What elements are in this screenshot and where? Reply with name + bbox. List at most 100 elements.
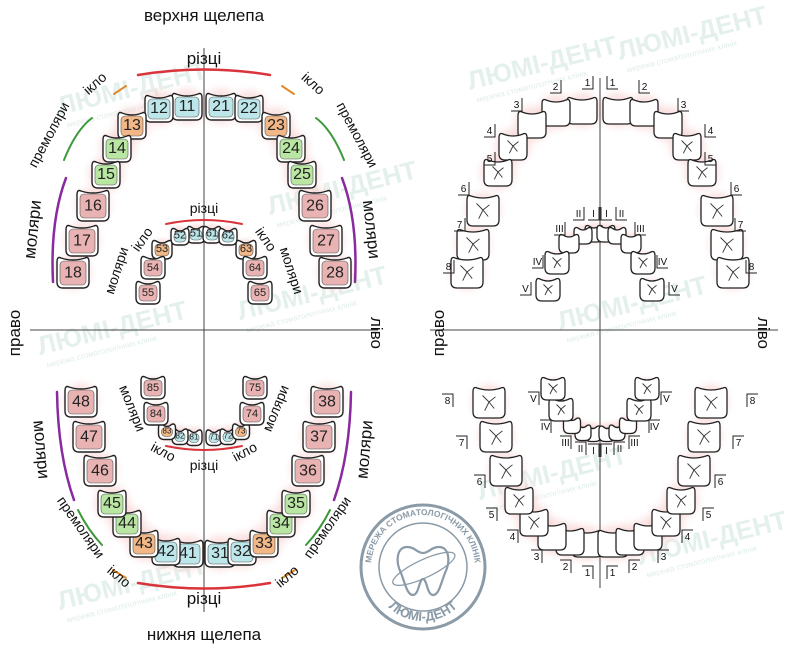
palmer-bracket — [657, 549, 669, 563]
tooth-number: 14 — [108, 140, 126, 157]
molar-arc-ll — [332, 390, 353, 502]
tooth-fill — [120, 115, 144, 137]
canine-label-ll: ікло — [272, 562, 302, 591]
outline-tooth-upper-right — [517, 110, 547, 139]
canine-arc-ur — [113, 85, 127, 95]
palmer-lower-right: 3 — [531, 549, 543, 563]
tooth-fill — [79, 193, 107, 219]
palmer-number: 8 — [749, 262, 755, 273]
tooth-number: 52 — [174, 230, 186, 242]
palmer-bracket — [550, 80, 562, 94]
tooth-fissure — [642, 383, 652, 395]
tooth-number: 16 — [84, 198, 102, 215]
palmer-bracket — [734, 218, 746, 232]
tooth-number: 28 — [326, 265, 344, 282]
palmer-bracket — [474, 474, 486, 488]
tooth-number: 81 — [190, 432, 199, 441]
tooth-number: 85 — [147, 382, 159, 394]
palmer-primary-lower-left: II — [613, 441, 625, 455]
tooth-number: 22 — [240, 100, 258, 117]
palmer-number: III — [630, 438, 638, 449]
palmer-number: 3 — [681, 100, 687, 111]
tooth-fissure — [726, 265, 740, 281]
palmer-primary-upper-right: I — [588, 207, 600, 221]
outline-primary-tooth-upper-left — [630, 250, 656, 275]
palmer-number: 6 — [461, 184, 467, 195]
palmer-upper-right: 3 — [511, 98, 523, 112]
palmer-bracket — [681, 529, 693, 543]
tooth-number: 32 — [233, 543, 251, 560]
palmer-number: 4 — [708, 126, 714, 137]
palmer-primary-upper-left: V — [668, 282, 680, 296]
palmer-bracket — [486, 507, 498, 521]
palmer-bracket — [600, 443, 612, 457]
palmer-number: IV — [541, 422, 551, 433]
palmer-number: 7 — [459, 438, 465, 449]
palmer-number: 8 — [750, 396, 756, 407]
palmer-bracket — [628, 559, 640, 573]
tooth-fill — [94, 164, 118, 186]
palmer-upper-right: 5 — [484, 152, 496, 166]
palmer-lower-left: 1 — [606, 565, 618, 579]
tooth-fill — [245, 259, 265, 277]
tooth-fissure — [647, 284, 657, 296]
lower-incisors-label: різці — [187, 589, 222, 608]
palmer-bracket — [660, 391, 672, 405]
tooth-logo-icon — [396, 545, 450, 597]
tooth-fill — [290, 164, 314, 186]
outline-tooth-upper-right — [483, 158, 513, 187]
tooth-lower-left: 38 — [310, 385, 344, 418]
tooth-number: 23 — [267, 117, 285, 134]
right-side-label: право — [5, 310, 24, 356]
palmer-bracket — [730, 182, 742, 196]
palmer-number: III — [561, 438, 569, 449]
premolar-arc-ul — [315, 117, 345, 161]
tooth-fill — [67, 389, 95, 415]
tooth-fissure — [687, 463, 701, 479]
palmer-bracket — [528, 391, 540, 405]
outline-tooth-upper-right — [450, 256, 484, 289]
outline-tooth-lower-left — [666, 486, 696, 515]
outline-tooth-upper-right — [498, 132, 528, 161]
tooth-fill — [321, 260, 349, 286]
tooth-fill — [242, 405, 262, 423]
tooth-lower-left: 35 — [281, 489, 311, 518]
palmer-primary-upper-left: I — [600, 207, 612, 221]
upper-jaw-label: верхня щелепа — [144, 6, 265, 25]
tooth-number: 34 — [272, 515, 290, 532]
tooth-fill — [245, 379, 265, 397]
tooth-number: 43 — [135, 535, 153, 552]
palmer-number: 6 — [477, 477, 483, 488]
palmer-number: 6 — [734, 184, 740, 195]
palmer-number: 5 — [487, 154, 493, 165]
palmer-number: 2 — [563, 562, 569, 573]
primary-tooth-lower-right: 83 — [157, 423, 177, 441]
primary-incisor-arc-upper — [165, 219, 243, 225]
palmer-upper-right: 6 — [458, 182, 470, 196]
tooth-number: 46 — [91, 463, 109, 480]
palmer-bracket — [573, 207, 585, 221]
tooth-upper-left: 24 — [276, 134, 306, 163]
tooth-number: 12 — [150, 100, 168, 117]
palmer-bracket — [560, 559, 572, 573]
tooth-fill — [75, 424, 103, 450]
tooth-number: 42 — [157, 543, 175, 560]
palmer-number: V — [663, 394, 670, 405]
primary-incisor-arc-lower — [165, 445, 243, 451]
primary-tooth-upper-left: 62 — [218, 227, 238, 246]
tooth-number: 35 — [287, 495, 305, 512]
primary-tooth-upper-right: 55 — [135, 280, 161, 305]
tooth-fill — [189, 229, 203, 241]
palmer-number: 3 — [534, 552, 540, 563]
palmer-primary-lower-right: IV — [540, 419, 552, 433]
palmer-number: 8 — [446, 262, 452, 273]
palmer-bracket — [443, 260, 455, 274]
palmer-primary-lower-right: II — [575, 441, 587, 455]
outline-primary-tooth-upper-left — [639, 277, 665, 302]
tooth-number: 55 — [142, 287, 154, 299]
palmer-number: II — [578, 444, 584, 455]
outline-primary-tooth-upper-right — [535, 277, 561, 302]
tooth-fissure — [482, 395, 496, 411]
tooth-upper-right: 11 — [171, 92, 203, 121]
